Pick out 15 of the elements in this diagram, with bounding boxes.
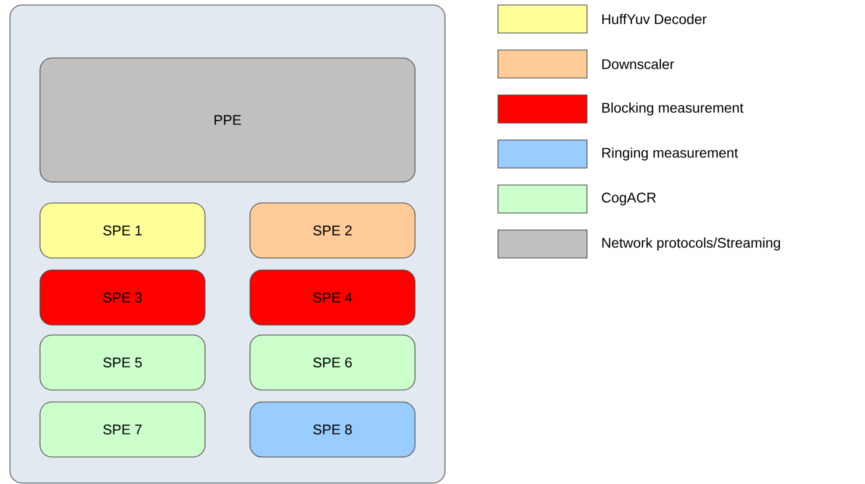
legend-label: Network protocols/Streaming (602, 237, 780, 251)
processor-box: SPE 6 (250, 334, 416, 390)
processor-box: SPE 3 (40, 270, 206, 326)
legend-label: Blocking measurement (602, 102, 744, 116)
legend-label: CogACR (602, 192, 656, 206)
processor-box: SPE 7 (40, 402, 206, 458)
legend-label: Downscaler (602, 58, 674, 70)
processor-box: SPE 5 (40, 334, 206, 390)
processor-box: PPE (40, 58, 416, 182)
processor-box: SPE 4 (250, 270, 416, 326)
processor-box: SPE 1 (40, 202, 206, 258)
legend-label: Ringing measurement (602, 147, 738, 161)
legend-label: HuffYuv Decoder (602, 14, 707, 24)
processor-box: SPE 2 (250, 202, 416, 258)
processor-box: SPE 8 (250, 402, 416, 458)
